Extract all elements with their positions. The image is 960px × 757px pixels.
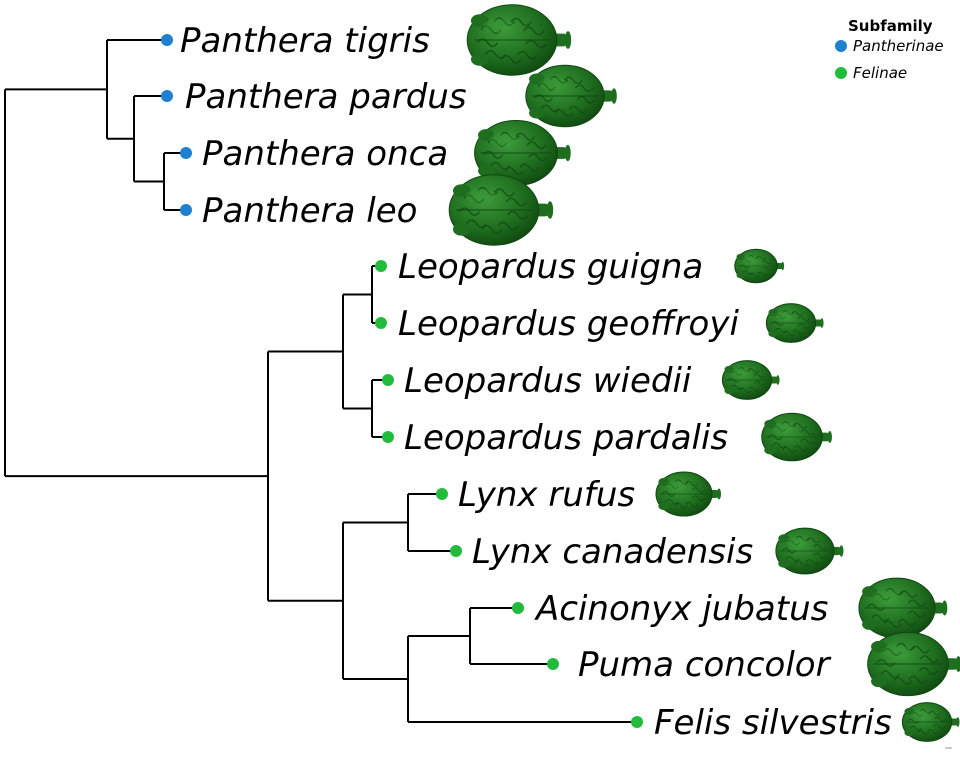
- taxon-label: Felis silvestris: [654, 703, 892, 743]
- tip-dot-felinae: [547, 658, 559, 670]
- tip-wiedii: Leopardus wiedii: [382, 360, 780, 401]
- brain-render-icon: [448, 174, 554, 246]
- brain-render-icon: [721, 360, 780, 400]
- brain-render-icon: [761, 412, 832, 462]
- brain-render-icon: [655, 471, 721, 517]
- tip-concolor: Puma concolor: [547, 631, 960, 697]
- tree-branches: [4, 39, 637, 723]
- tip-jubatus: Acinonyx jubatus: [512, 577, 948, 639]
- taxon-label: Lynx rufus: [458, 475, 635, 515]
- taxon-label: Leopardus pardalis: [404, 418, 728, 458]
- tip-dot-felinae: [436, 488, 448, 500]
- taxon-label: Panthera leo: [202, 191, 417, 231]
- tip-pardalis: Leopardus pardalis: [382, 412, 832, 462]
- tip-dot-felinae: [382, 431, 394, 443]
- legend-label: Felinae: [853, 64, 907, 82]
- legend-dot: [835, 67, 847, 79]
- tip-guigna: Leopardus guigna: [375, 247, 785, 287]
- brain-render-icon: [474, 119, 571, 187]
- taxon-label: Acinonyx jubatus: [534, 589, 828, 629]
- taxon-label: Leopardus wiedii: [404, 361, 692, 401]
- tip-canadensis: Lynx canadensis: [450, 527, 844, 575]
- tip-dot-felinae: [512, 602, 524, 614]
- tip-dot-pantherinae: [161, 34, 173, 46]
- brain-render-icon: [765, 303, 824, 343]
- brain-render-icon: [867, 631, 960, 697]
- taxon-label: Puma concolor: [578, 645, 832, 685]
- taxon-label: Panthera tigris: [180, 21, 430, 61]
- tip-dot-pantherinae: [180, 147, 192, 159]
- tip-dot-felinae: [375, 260, 387, 272]
- tip-tigris: Panthera tigris: [161, 4, 572, 76]
- brain-render-icon: [775, 527, 844, 575]
- tip-pardus: Panthera pardus: [161, 64, 617, 128]
- brain-render-icon: [734, 248, 785, 284]
- legend-entry-pantherinae: Pantherinae: [835, 37, 944, 55]
- taxon-label: Panthera pardus: [185, 77, 467, 117]
- legend-label: Pantherinae: [853, 37, 944, 55]
- tip-dot-felinae: [375, 317, 387, 329]
- taxon-label: Leopardus guigna: [398, 247, 703, 287]
- tip-dot-felinae: [382, 374, 394, 386]
- brain-render-icon: [466, 4, 572, 76]
- tip-geoffroyi: Leopardus geoffroyi: [375, 303, 824, 344]
- taxon-label: Leopardus geoffroyi: [398, 304, 739, 344]
- tip-rufus: Lynx rufus: [436, 471, 721, 517]
- legend-entry-felinae: Felinae: [835, 64, 907, 82]
- tip-leo: Panthera leo: [180, 174, 554, 246]
- tip-onca: Panthera onca: [180, 119, 571, 187]
- tip-silvestris: Felis silvestris: [631, 702, 960, 743]
- taxon-label: Lynx canadensis: [472, 532, 753, 572]
- brain-render-icon: [525, 64, 617, 128]
- taxon-label: Panthera onca: [202, 134, 448, 174]
- legend-title: Subfamily: [848, 17, 933, 35]
- tip-dot-pantherinae: [180, 204, 192, 216]
- legend-dot: [835, 40, 847, 52]
- tip-dot-felinae: [631, 716, 643, 728]
- brain-render-icon: [901, 702, 960, 742]
- tip-dot-pantherinae: [161, 90, 173, 102]
- brain-render-icon: [858, 577, 948, 639]
- tip-dot-felinae: [450, 545, 462, 557]
